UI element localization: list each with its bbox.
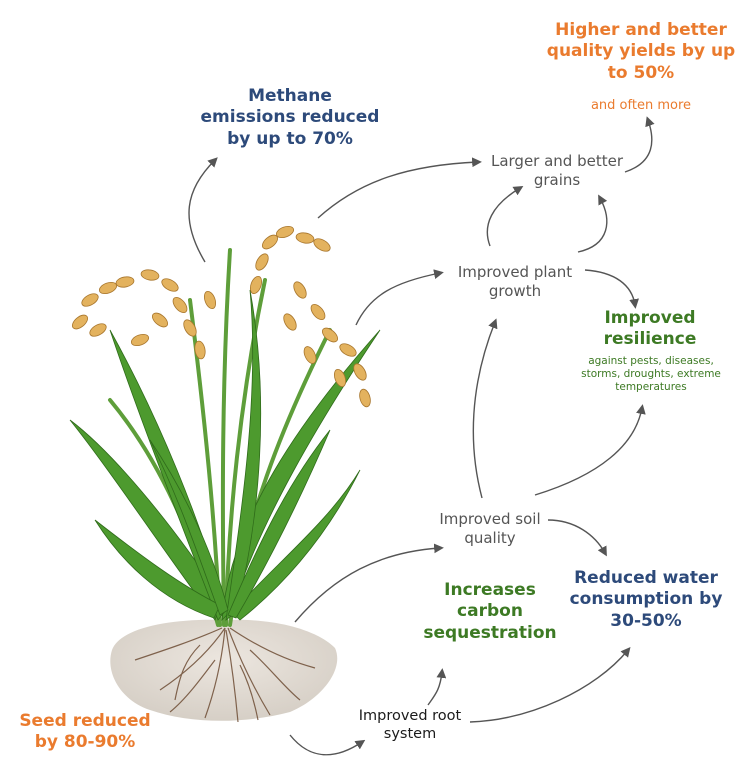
- carbon-label: Increases carbon sequestration: [423, 580, 557, 643]
- arrow-plant-to-methane: [188, 157, 218, 263]
- arrow-plant-to-grains: [317, 157, 482, 219]
- arrow-growth-to-resilience: [584, 269, 639, 309]
- arrow-soil-to-growth: [472, 318, 498, 499]
- grain-clusters: [71, 225, 371, 408]
- methane-label: Methane emissions reduced by up to 70%: [200, 86, 380, 149]
- arrow-root-to-carbon: [427, 668, 447, 706]
- plant-growth-label: Improved plant growth: [457, 263, 573, 300]
- arrow-soil-to-water: [547, 519, 607, 557]
- arrow-soil-to-resilience: [534, 404, 646, 496]
- soil-quality-label: Improved soil quality: [439, 510, 541, 547]
- resilience-title: Improved resilience: [603, 308, 697, 350]
- seed-label: Seed reduced by 80-90%: [19, 711, 151, 753]
- arrow-grains-to-yields: [624, 116, 655, 173]
- arrow-plant-to-soil: [294, 543, 444, 623]
- yields-title: Higher and better quality yields by up t…: [546, 20, 736, 83]
- arrows: [188, 116, 655, 756]
- resilience-subtitle: against pests, diseases, storms, drought…: [581, 355, 721, 394]
- root-system-label: Improved root system: [358, 708, 462, 743]
- roots: [134, 627, 316, 723]
- arrow-roots-to-root-system: [289, 734, 366, 756]
- leaves: [69, 289, 381, 622]
- arrow-growth-to-grains-right: [577, 194, 608, 253]
- arrow-root-to-water: [469, 646, 631, 723]
- arrow-growth-to-grains-left: [486, 185, 524, 247]
- yields-subtitle: and often more: [590, 98, 692, 113]
- grains-label: Larger and better grains: [490, 152, 624, 189]
- arrow-plant-to-growth: [355, 269, 444, 326]
- rice-plant-icon: [69, 225, 381, 723]
- soil-mound: [110, 619, 338, 721]
- water-label: Reduced water consumption by 30-50%: [569, 568, 723, 631]
